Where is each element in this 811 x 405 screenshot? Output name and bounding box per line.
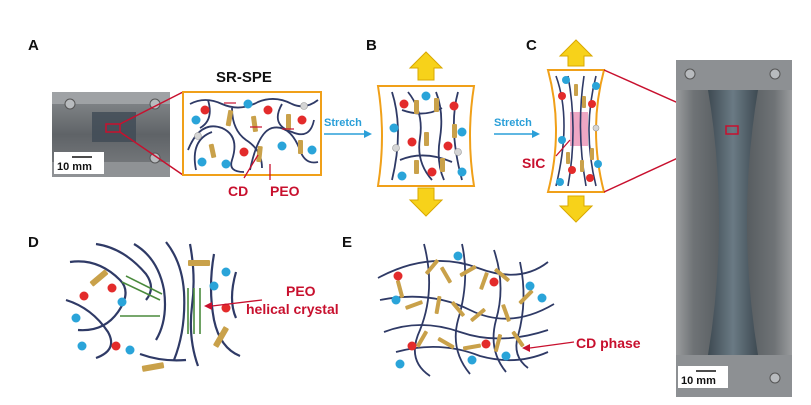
panel-label-d: D (28, 234, 39, 251)
anion-minus-icon (191, 99, 317, 169)
scale-bar-label-a: 10 mm (57, 161, 92, 173)
sr-spe-title: SR-SPE (216, 69, 272, 86)
peo-helical-crystal-diagram (65, 241, 241, 372)
stretched-network-box-c (546, 39, 606, 223)
sample-photo-a: 10 mm (52, 92, 170, 177)
panel-label-c: C (526, 37, 537, 54)
lithium-ion-icon (200, 105, 307, 157)
down-arrow-icon (408, 187, 444, 217)
panel-label-b: B (366, 37, 377, 54)
peo-label: PEO (270, 183, 300, 199)
stretch-label-1: Stretch (324, 117, 362, 129)
sr-spe-network-box (182, 91, 322, 176)
up-arrow-icon (408, 51, 444, 81)
sic-label: SIC (522, 155, 545, 171)
stretched-network-box-b (376, 51, 476, 217)
peo-helical-label-line2: helical crystal (246, 301, 339, 317)
cd-label: CD (228, 183, 248, 199)
sample-photo-stretched: 10 mm (676, 60, 792, 397)
cd-phase-label: CD phase (576, 335, 641, 351)
stretch-label-2: Stretch (494, 117, 532, 129)
panel-label-a: A (28, 37, 39, 54)
cd-phase-diagram (377, 243, 555, 377)
down-arrow-icon-c (558, 195, 594, 223)
stretch-arrow-head-2 (532, 130, 540, 138)
panel-label-e: E (342, 234, 352, 251)
peo-helical-label-line1: PEO (286, 283, 316, 299)
up-arrow-icon-c (558, 39, 594, 67)
scale-bar-label-right: 10 mm (681, 375, 716, 387)
stretch-arrow-head-1 (364, 130, 372, 138)
